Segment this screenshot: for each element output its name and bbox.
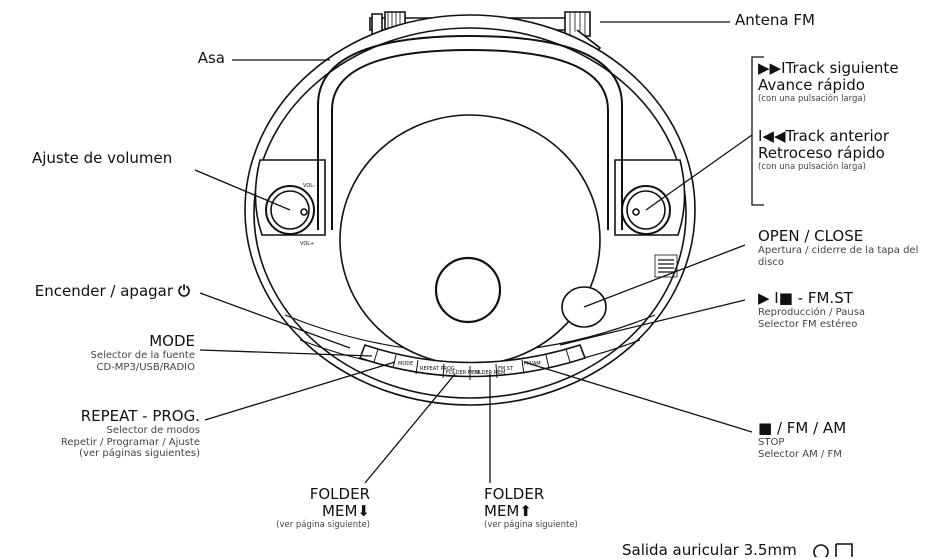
cd-lid: [339, 114, 601, 366]
leader-mode: [199, 349, 373, 357]
label-stop-desc-1: STOP: [758, 437, 785, 449]
label-stop-title: / FM / AM: [776, 419, 847, 437]
leader-repeat: [204, 361, 396, 421]
leader-power: [199, 292, 351, 349]
label-prev-sub: Retroceso rápido: [758, 144, 885, 163]
label-salida-group: Salida auricular 3.5mm: [622, 541, 797, 559]
label-prev-group: I◀◀Track anterior Retroceso rápido (con …: [758, 127, 890, 172]
leader-stop: [523, 361, 753, 433]
leader-folder-down: [364, 373, 456, 484]
leader-open: [583, 244, 746, 308]
arrow-up-icon: ⬆: [519, 502, 532, 521]
label-repeat-desc-1: Selector de modos: [106, 425, 200, 437]
label-open-desc-2: disco: [758, 256, 784, 268]
leader-track: [645, 134, 753, 211]
label-power: Encender / apagar: [34, 282, 174, 300]
btn-folder-up-text: FOLDER MEM: [472, 370, 505, 376]
leader-play: [559, 299, 746, 346]
bracket-track: [751, 56, 764, 206]
label-play-group: ▶ I■ - FM.ST Reproducción / Pausa Select…: [758, 289, 866, 330]
label-prev-title: Track anterior: [785, 127, 890, 145]
label-folder-up-note: (ver página siguiente): [484, 519, 578, 530]
vol-plus-text: VOL+: [300, 241, 314, 247]
label-volumen: Ajuste de volumen: [32, 149, 173, 167]
label-folder-down-group: FOLDER MEM⬇ (ver página siguiente): [270, 485, 370, 530]
power-icon: ⏻: [178, 282, 190, 300]
label-power-group: Encender / apagar ⏻: [10, 282, 190, 300]
label-mode-desc-2: CD-MP3/USB/RADIO: [96, 361, 195, 373]
btn-mode-text: MODE: [398, 361, 413, 367]
label-mode-title: MODE: [149, 332, 195, 350]
btn-folder-down-text: FOLDER MEM: [446, 370, 479, 376]
label-folder-up-group: FOLDER MEM⬆ (ver página siguiente): [484, 485, 578, 530]
btn-repeat-text: REPEAT PROG.: [420, 366, 457, 372]
label-open-desc-1: Apertura / ciderre de la tapa del: [758, 245, 919, 257]
label-play-title: - FM.ST: [797, 289, 853, 307]
label-repeat-title: REPEAT - PROG.: [80, 407, 200, 425]
btn-play-text: FM.ST: [498, 366, 514, 372]
label-folder-down-2: MEM: [322, 502, 358, 521]
label-repeat-desc-2: Repetir / Programar / Ajuste: [60, 436, 200, 448]
label-folder-up-2: MEM: [484, 502, 520, 521]
label-repeat-desc-3: (ver páginas siguientes): [79, 448, 200, 460]
control-strip: [358, 343, 587, 378]
play-pause-icon: ▶ I■: [758, 289, 798, 307]
label-next-note: (con una pulsación larga): [758, 93, 866, 104]
label-folder-down-note: (ver página siguiente): [276, 519, 370, 530]
label-stop-group: ■ / FM / AM STOP Selector AM / FM: [758, 419, 847, 460]
label-open-group: OPEN / CLOSE Apertura / ciderre de la ta…: [758, 227, 919, 268]
headphone-jack-icon: [813, 543, 853, 557]
label-next-title: Track siguiente: [785, 59, 899, 77]
label-antena: Antena FM: [735, 11, 815, 29]
label-play-desc-2: Selector FM estéreo: [758, 318, 858, 330]
stop-icon: ■: [758, 419, 777, 437]
vol-minus-text: VOL-: [303, 183, 315, 189]
label-next-sub: Avance rápido: [758, 76, 865, 95]
cd-spindle: [434, 256, 502, 324]
next-track-icon: ▶▶I: [758, 59, 786, 77]
label-salida: Salida auricular 3.5mm: [622, 541, 797, 559]
label-open-title: OPEN / CLOSE: [758, 227, 864, 245]
label-next-group: ▶▶ITrack siguiente Avance rápido (con un…: [758, 59, 899, 104]
arrow-down-icon: ⬇: [357, 502, 370, 521]
label-mode-group: MODE Selector de la fuente CD-MP3/USB/RA…: [40, 332, 195, 373]
label-folder-up-1: FOLDER: [484, 485, 545, 503]
label-play-desc-1: Reproducción / Pausa: [758, 307, 866, 319]
label-prev-note: (con una pulsación larga): [758, 161, 866, 172]
label-stop-desc-2: Selector AM / FM: [758, 448, 842, 460]
previous-track-icon: I◀◀: [758, 127, 786, 145]
label-asa: Asa: [197, 49, 225, 67]
label-folder-down-1: FOLDER: [309, 485, 370, 503]
label-mode-desc-1: Selector de la fuente: [90, 350, 195, 362]
handle: [331, 48, 609, 230]
label-repeat-group: REPEAT - PROG. Selector de modos Repetir…: [20, 407, 200, 460]
leader-volumen: [194, 169, 291, 211]
